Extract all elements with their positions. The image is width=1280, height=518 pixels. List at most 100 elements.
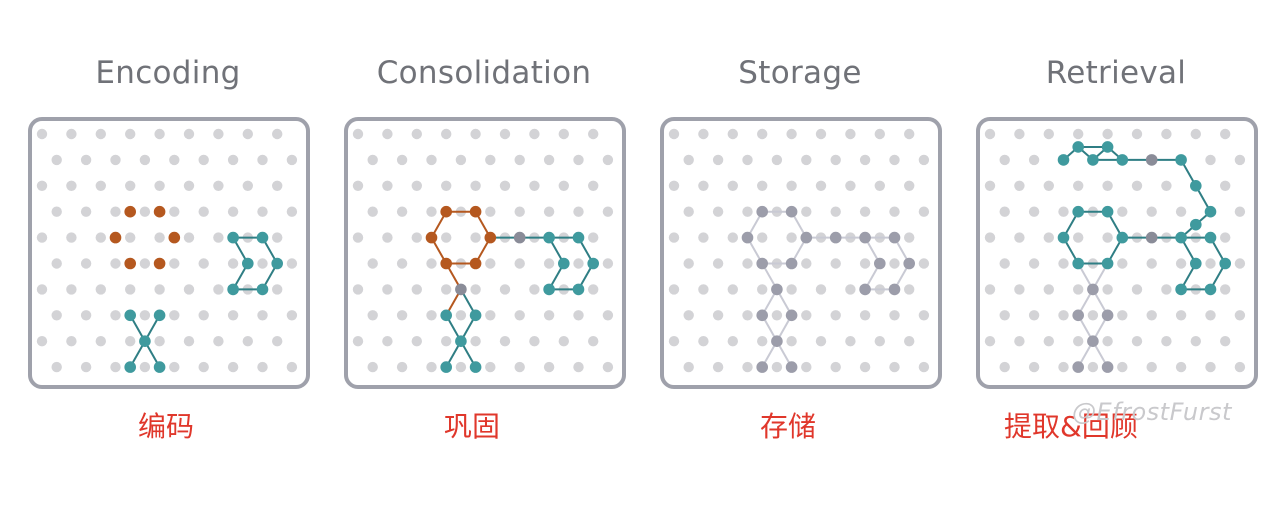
grid-dot xyxy=(485,310,496,321)
grid-dot xyxy=(80,361,92,373)
panel-caption: 编码 xyxy=(138,410,195,443)
grid-dot xyxy=(95,128,106,140)
grid-dot xyxy=(198,310,209,321)
grid-dot xyxy=(1205,310,1216,321)
grid-dot xyxy=(110,310,121,321)
grid-dot xyxy=(830,258,841,269)
panel-storage: Storage 存储 xyxy=(660,55,942,455)
grid-dot xyxy=(1073,336,1084,347)
grid-dot xyxy=(125,232,136,243)
grid-dot xyxy=(396,258,408,269)
grid-dot xyxy=(51,206,62,217)
grid-dot xyxy=(227,258,239,269)
network-node xyxy=(1175,231,1187,244)
grid-dot xyxy=(889,206,900,217)
grid-dot xyxy=(95,284,106,295)
grid-dot xyxy=(1087,310,1099,321)
network-node xyxy=(1204,231,1217,244)
grid-dot xyxy=(1058,206,1069,217)
grid-dot xyxy=(859,206,871,217)
network-node xyxy=(1190,180,1202,192)
grid-dot xyxy=(999,310,1010,321)
grid-dot xyxy=(727,232,738,243)
grid-dot xyxy=(801,361,812,373)
grid-dot xyxy=(154,180,165,191)
grid-dot xyxy=(514,310,525,321)
grid-dot xyxy=(286,258,298,269)
grid-dot xyxy=(198,258,209,269)
network-node xyxy=(1175,154,1187,166)
grid-dot xyxy=(1175,206,1187,217)
grid-dot xyxy=(352,232,364,243)
grid-dot xyxy=(918,154,930,166)
grid-dot xyxy=(904,232,915,243)
grid-dot xyxy=(51,361,62,373)
grid-dot xyxy=(771,154,783,166)
grid-dot xyxy=(36,128,48,140)
grid-dot xyxy=(1102,180,1113,191)
grid-dot xyxy=(242,180,253,191)
grid-dot xyxy=(66,232,77,243)
grid-dot xyxy=(470,284,481,295)
grid-dot xyxy=(95,232,106,243)
grid-dot xyxy=(984,128,996,140)
grid-dot xyxy=(1131,336,1143,347)
grid-dot xyxy=(1220,180,1231,191)
grid-dot xyxy=(514,361,525,373)
panel-encoding: Encoding 编码 xyxy=(28,55,310,455)
network-node xyxy=(903,257,915,270)
grid-dot xyxy=(485,206,496,217)
grid-dot xyxy=(183,336,195,347)
grid-dot xyxy=(757,284,768,295)
grid-dot xyxy=(830,154,841,166)
grid-dot xyxy=(1014,232,1025,243)
network-node xyxy=(1190,218,1202,231)
grid-dot xyxy=(588,336,599,347)
grid-dot xyxy=(125,128,136,140)
grid-dot xyxy=(426,258,437,269)
grid-dot xyxy=(227,361,239,373)
grid-dot xyxy=(845,336,856,347)
grid-dot xyxy=(257,258,268,269)
grid-dot xyxy=(874,180,885,191)
network-node xyxy=(1101,141,1114,153)
grid-dot xyxy=(558,336,569,347)
network-node xyxy=(124,257,136,270)
grid-dot xyxy=(874,128,885,140)
grid-dot xyxy=(426,154,437,166)
network-node xyxy=(1101,257,1114,270)
grid-dot xyxy=(286,310,298,321)
grid-dot xyxy=(441,336,452,347)
grid-dot xyxy=(984,284,996,295)
grid-dot xyxy=(815,336,827,347)
grid-dot xyxy=(1220,128,1231,140)
grid-dot xyxy=(95,180,106,191)
grid-dot xyxy=(36,180,48,191)
grid-dot xyxy=(139,310,151,321)
panel-title: Retrieval xyxy=(1045,55,1187,91)
grid-dot xyxy=(51,310,62,321)
grid-dot xyxy=(815,180,827,191)
grid-dot xyxy=(1146,258,1157,269)
grid-dot xyxy=(543,361,555,373)
grid-dot xyxy=(382,336,393,347)
grid-dot xyxy=(198,361,209,373)
grid-dot xyxy=(1014,336,1025,347)
grid-dot xyxy=(1102,232,1113,243)
grid-dot xyxy=(573,258,584,269)
grid-dot xyxy=(1161,128,1172,140)
grid-dot xyxy=(1117,310,1128,321)
grid-dot xyxy=(1043,284,1054,295)
network-node xyxy=(425,231,438,244)
grid-dot xyxy=(213,284,224,295)
grid-dot xyxy=(169,154,180,166)
grid-dot xyxy=(588,128,599,140)
grid-dot xyxy=(1205,361,1216,373)
network-node xyxy=(227,231,239,244)
panel-title: Consolidation xyxy=(376,55,592,91)
network-node xyxy=(440,205,452,218)
grid-dot xyxy=(1028,154,1040,166)
network-node xyxy=(1116,231,1129,244)
grid-dot xyxy=(169,206,180,217)
grid-dot xyxy=(1028,310,1040,321)
